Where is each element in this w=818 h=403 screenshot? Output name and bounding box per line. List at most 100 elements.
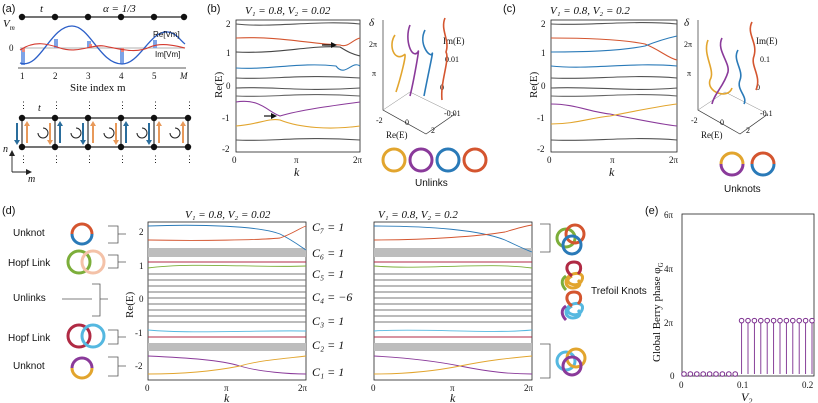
trefoil-label: Trefoil Knots <box>591 286 647 297</box>
berry-point-1 <box>687 371 694 377</box>
svg-text:Unlinks: Unlinks <box>13 293 46 304</box>
svg-text:2: 2 <box>541 19 546 29</box>
panel-c-title: V₁ = 0.8, V₂ = 0.2 <box>550 5 630 17</box>
lattice-rungs <box>21 118 189 147</box>
svg-text:C₆ = 1: C₆ = 1 <box>312 246 344 260</box>
svg-text:0: 0 <box>720 118 724 127</box>
svg-text:δ: δ <box>369 17 375 29</box>
svg-text:Im(E): Im(E) <box>443 36 465 46</box>
svg-text:⋮: ⋮ <box>118 154 127 164</box>
panel-e-y-ticks: 6π 4π 2π 0 <box>664 210 675 381</box>
panel-d-left-bands <box>147 224 307 375</box>
panel-b-title: V₁ = 0.8, V₂ = 0.02 <box>245 5 331 17</box>
svg-text:Hopf Link: Hopf Link <box>8 258 51 269</box>
svg-text:2: 2 <box>139 227 144 237</box>
berry-point-13 <box>764 317 771 324</box>
svg-text:2π: 2π <box>369 40 377 49</box>
svg-text:0: 0 <box>226 81 231 91</box>
zero-tick: 0 <box>9 43 14 53</box>
svg-text:δ: δ <box>684 17 690 29</box>
panel-a-y-label: Vm <box>3 18 15 32</box>
panel-d-label: (d) <box>2 205 15 217</box>
flux-arrows <box>14 121 186 145</box>
svg-text:Hopf Link: Hopf Link <box>8 333 51 344</box>
berry-point-11 <box>751 317 758 324</box>
svg-text:2: 2 <box>53 71 58 81</box>
axis-n-label: n <box>3 144 8 155</box>
svg-text:4: 4 <box>119 71 124 81</box>
panel-a: (a) Vm t α = 1/3 0 Re[Vm] Im[Vm] 1 <box>2 3 194 185</box>
panel-d-right-x-label: k <box>450 391 456 403</box>
axis-m-label: m <box>28 174 35 185</box>
svg-text:π: π <box>294 155 299 165</box>
panel-b-x-label: k <box>294 165 300 179</box>
svg-text:0.2: 0.2 <box>802 380 813 390</box>
chern-numbers: C₇ = 1 C₆ = 1 C₅ = 1 C₄ = −6 C₃ = 1 C₂ =… <box>312 220 352 379</box>
berry-point-7 <box>726 371 732 377</box>
chain-sites <box>18 13 188 21</box>
panel-d-right-x-ticks: 0 π 2π <box>371 383 534 393</box>
svg-text:-2: -2 <box>376 116 383 125</box>
svg-text:C₂ = 1: C₂ = 1 <box>312 338 344 352</box>
svg-text:⋮: ⋮ <box>52 154 61 164</box>
panel-d-left-x-label: k <box>224 391 230 403</box>
svg-text:2: 2 <box>431 126 435 135</box>
svg-text:1: 1 <box>226 48 231 58</box>
svg-text:M: M <box>179 71 188 81</box>
svg-text:0: 0 <box>679 380 684 390</box>
unknots-icons <box>719 151 776 177</box>
svg-text:⋮: ⋮ <box>52 100 61 110</box>
svg-text:2π: 2π <box>353 155 363 165</box>
berry-point-15 <box>777 317 783 324</box>
plaquette-circulation-icons <box>37 127 181 139</box>
berry-point-0 <box>681 371 687 377</box>
panel-c-bands <box>550 22 678 141</box>
svg-text:2π: 2π <box>669 155 679 165</box>
svg-text:0: 0 <box>145 383 150 393</box>
svg-text:-0.1: -0.1 <box>760 109 773 118</box>
svg-text:Unknot: Unknot <box>13 228 45 239</box>
svg-text:0: 0 <box>405 118 409 127</box>
panel-d: (d) V₁ = 0.8, V₂ = 0.02 V₁ = 0.8, V₂ = 0… <box>2 205 647 403</box>
svg-text:C₄ = −6: C₄ = −6 <box>312 290 352 304</box>
svg-text:0.1: 0.1 <box>760 55 770 64</box>
svg-text:0.1: 0.1 <box>737 380 748 390</box>
svg-text:π: π <box>687 69 691 78</box>
panel-c-knot-inset: δ 2π π Im(E) 0.1 0 -0.1 -2 0 2 Re(E) <box>684 17 778 140</box>
svg-text:-1: -1 <box>135 328 143 338</box>
legend-re: Re[Vm] <box>153 30 180 39</box>
svg-text:-1: -1 <box>537 113 545 123</box>
svg-text:1: 1 <box>541 48 546 58</box>
svg-text:0: 0 <box>547 155 552 165</box>
panel-e-x-ticks: 0 0.1 0.2 <box>679 380 813 390</box>
svg-text:1: 1 <box>20 71 25 81</box>
svg-text:π: π <box>224 383 229 393</box>
panel-a-x-label: Site index m <box>70 82 126 94</box>
panel-c-y-label: Re(E) <box>528 71 540 98</box>
svg-text:3: 3 <box>86 71 91 81</box>
svg-text:0: 0 <box>670 371 675 381</box>
svg-text:C₅ = 1: C₅ = 1 <box>312 267 344 281</box>
svg-text:6π: 6π <box>664 210 674 220</box>
panel-b-y-label: Re(E) <box>213 71 225 98</box>
berry-point-5 <box>713 371 719 377</box>
svg-text:0: 0 <box>541 81 546 91</box>
panel-c-plot-frame <box>550 19 678 153</box>
panel-c: (c) V₁ = 0.8, V₂ = 0.2 2 1 0 -1 -2 Re(E)… <box>503 3 778 195</box>
panel-d-left-plot-frame <box>147 221 307 381</box>
re-potential-curve <box>19 25 186 65</box>
svg-text:0: 0 <box>756 83 760 92</box>
berry-point-8 <box>732 371 739 377</box>
svg-text:4π: 4π <box>664 264 674 274</box>
svg-text:0: 0 <box>371 383 376 393</box>
svg-text:⋮: ⋮ <box>85 100 94 110</box>
panel-d-left-labels: Unknot Hopf Link Unlinks Hopf Link Unkno… <box>8 228 51 372</box>
alpha-label: α = 1/3 <box>103 3 136 15</box>
panel-d-title-right: V₁ = 0.8, V₂ = 0.2 <box>378 209 458 221</box>
svg-text:⋮: ⋮ <box>151 100 160 110</box>
svg-text:π: π <box>450 383 455 393</box>
svg-text:⋮: ⋮ <box>151 154 160 164</box>
panel-b: (b) V₁ = 0.8, V₂ = 0.02 2 1 0 -1 -2 Re(E… <box>207 3 488 189</box>
left-knot-icons <box>66 222 106 380</box>
unknots-caption: Unknots <box>724 184 761 195</box>
